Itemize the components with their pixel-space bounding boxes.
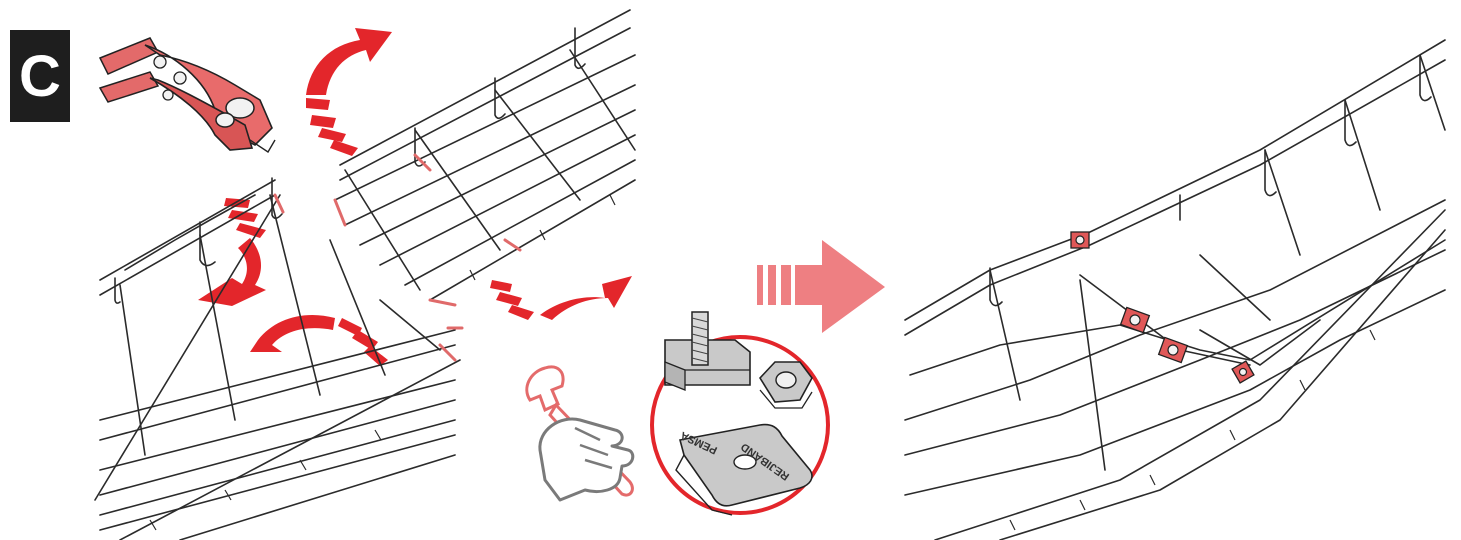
bolt-cutter-icon [100,38,275,152]
right-arrow-icon [757,240,885,333]
left-tray [95,178,462,540]
right-tray [335,10,635,305]
joined-tray [905,40,1445,540]
bolt-icon [665,312,750,390]
fastener-detail: PEMSA REJIBAND [652,312,828,515]
wrench-hand-icon [527,367,633,500]
